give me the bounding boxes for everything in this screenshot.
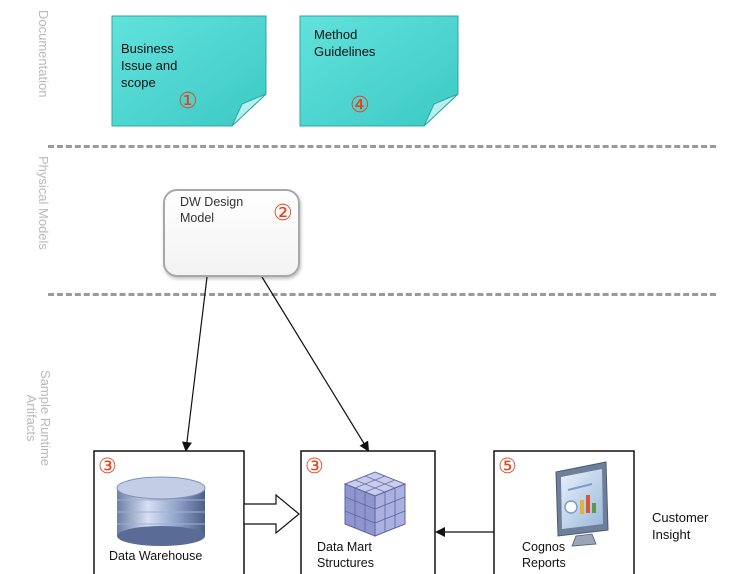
customer-insight-text: Customer Insight (652, 509, 708, 543)
note-business-issue-line-2: Issue and (121, 58, 178, 73)
data-mart-label-line-1: Data Mart (317, 540, 372, 554)
cognos-label-line-2: Reports (522, 556, 566, 570)
arrow-model-to-warehouse (182, 276, 208, 452)
data-warehouse-label: Data Warehouse (109, 549, 203, 563)
dw-design-model: DW Design Model (163, 189, 300, 277)
marker-data-warehouse: ③ (98, 454, 117, 478)
marker-method-guidelines: ④ (350, 93, 370, 118)
dw-design-model-line-2: Model (180, 211, 215, 225)
data-mart-label-line-2: Structures (317, 556, 374, 570)
note-method-guidelines (299, 15, 459, 127)
customer-insight-line-2: Insight (652, 527, 691, 542)
cognos-label: Cognos Reports (522, 539, 566, 571)
dw-design-model-text: DW Design Model (180, 194, 243, 226)
note-business-issue-text: Business Issue and scope (121, 40, 177, 91)
dw-design-model-line-1: DW Design (180, 195, 244, 209)
section-divider-bottom (48, 293, 716, 296)
cube-icon (343, 471, 407, 537)
marker-cognos: ⑤ (498, 454, 517, 478)
monitor-icon (555, 461, 609, 547)
arrow-model-to-datamart (261, 276, 370, 452)
note-method-guidelines-line-2: Guidelines (314, 44, 376, 59)
database-icon (116, 476, 206, 546)
marker-design-model: ② (273, 201, 293, 226)
marker-data-mart: ③ (305, 454, 324, 478)
data-mart-label: Data Mart Structures (317, 539, 374, 571)
cognos-label-line-1: Cognos (522, 540, 566, 554)
arrow-warehouse-to-datamart (243, 493, 300, 535)
marker-business-issue: ① (178, 89, 198, 114)
section-divider-top (48, 145, 716, 148)
customer-insight-line-1: Customer (652, 510, 709, 525)
note-method-guidelines-line-1: Method (314, 27, 358, 42)
note-business-issue (111, 15, 267, 127)
note-business-issue-line-1: Business (121, 41, 174, 56)
note-business-issue-line-3: scope (121, 75, 156, 90)
note-method-guidelines-text: Method Guidelines (314, 26, 375, 60)
